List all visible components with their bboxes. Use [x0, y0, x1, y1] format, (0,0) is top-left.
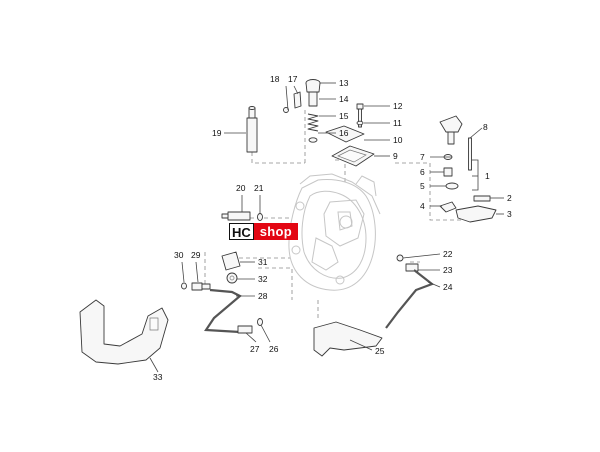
part-23-fitting	[405, 263, 419, 272]
part-8-rod	[468, 137, 472, 171]
part-31-bracket	[221, 251, 241, 271]
part-1-lever	[439, 115, 479, 191]
callout-15: 15	[339, 111, 349, 121]
callout-5: 5	[420, 181, 425, 191]
callout-22: 22	[443, 249, 453, 259]
callout-7: 7	[420, 152, 425, 162]
part-32-bushing	[226, 272, 238, 284]
hc-shop-watermark: HC shop	[229, 223, 299, 240]
callout-13: 13	[339, 78, 349, 88]
callout-16: 16	[339, 128, 349, 138]
callout-9: 9	[393, 151, 398, 161]
part-15-spring	[307, 113, 319, 132]
part-25-bracket	[313, 321, 383, 357]
part-4-nut	[439, 201, 457, 213]
callout-11: 11	[393, 118, 402, 128]
callout-23: 23	[443, 265, 453, 275]
callout-24: 24	[443, 282, 453, 292]
part-24-pipe	[385, 269, 435, 329]
part-3-lever	[455, 205, 497, 223]
part-18-screw	[283, 107, 289, 113]
callout-3: 3	[507, 209, 512, 219]
callout-28: 28	[258, 291, 268, 301]
part-17-bracket	[293, 91, 302, 109]
part-29-fitting	[191, 282, 211, 291]
part-11-washer	[356, 120, 364, 126]
callout-6: 6	[420, 167, 425, 177]
callout-4: 4	[420, 201, 425, 211]
part-21-seal	[257, 213, 263, 221]
callout-20: 20	[236, 183, 246, 193]
callout-29: 29	[191, 250, 201, 260]
gearbox-housing	[288, 173, 381, 291]
callout-10: 10	[393, 135, 403, 145]
callout-19: 19	[212, 128, 222, 138]
part-16-o-ring	[308, 137, 318, 143]
part-28-pipe	[204, 288, 242, 334]
callout-17: 17	[288, 74, 298, 84]
part-10-plate	[325, 125, 365, 143]
part-12-bolt	[356, 103, 364, 128]
callout-31: 31	[258, 257, 268, 267]
part-9-gasket	[331, 145, 375, 167]
callout-18: 18	[270, 74, 280, 84]
callout-32: 32	[258, 274, 268, 284]
watermark-hc-text: HC	[229, 223, 254, 240]
part-30-washer	[181, 282, 187, 290]
callout-8: 8	[483, 122, 488, 132]
callout-26: 26	[269, 344, 279, 354]
part-27-fitting	[237, 325, 253, 334]
callout-2: 2	[507, 193, 512, 203]
watermark-shop-text: shop	[253, 223, 299, 240]
callout-30: 30	[174, 250, 184, 260]
part-13-knob	[305, 79, 321, 107]
callout-25: 25	[375, 346, 385, 356]
part-33-bracket	[79, 299, 169, 365]
callout-21: 21	[254, 183, 264, 193]
callout-leaders	[149, 82, 504, 373]
callout-labels: 1 2 3 4 5 6 7 8 9 10 11 12 13 14 15 16 1…	[153, 74, 512, 382]
assembly-guide-lines	[204, 110, 470, 320]
part-20-sensor	[221, 211, 251, 221]
callout-12: 12	[393, 101, 403, 111]
part-2-pin	[473, 195, 491, 202]
part-6-bushing	[443, 167, 453, 177]
part-19-shaft	[246, 106, 258, 153]
callout-27: 27	[250, 344, 260, 354]
callout-33: 33	[153, 372, 163, 382]
callout-14: 14	[339, 94, 349, 104]
part-5-ring	[445, 182, 459, 190]
part-26-washer	[257, 318, 263, 326]
callout-1: 1	[485, 171, 490, 181]
part-22-washer	[396, 254, 404, 262]
